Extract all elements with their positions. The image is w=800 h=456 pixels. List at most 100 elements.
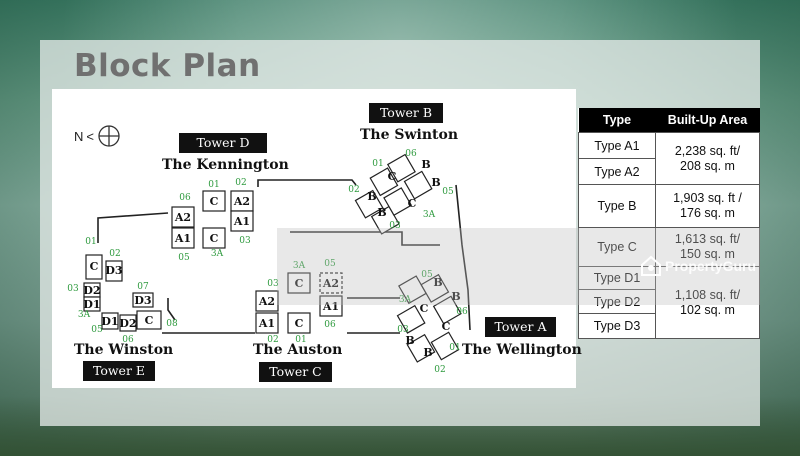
svg-text:06: 06 (405, 149, 417, 159)
svg-text:05: 05 (421, 270, 433, 280)
svg-text:B: B (377, 206, 386, 219)
north-arrow: < (86, 128, 94, 144)
svg-text:C: C (210, 232, 219, 245)
tower-b-label: Tower B (369, 103, 443, 123)
svg-text:05: 05 (178, 253, 190, 263)
svg-text:01: 01 (208, 180, 219, 190)
svg-text:02: 02 (109, 249, 120, 259)
svg-text:C: C (90, 260, 99, 273)
svg-text:A1: A1 (233, 215, 250, 228)
svg-text:C: C (408, 197, 417, 210)
north-letter: N (74, 128, 84, 144)
svg-text:3A: 3A (399, 295, 412, 305)
svg-text:B: B (405, 334, 414, 347)
area-cell: 1,903 sq. ft / 176 sq. m (655, 184, 760, 228)
watermark-text: PropertyGuru (665, 258, 757, 274)
area-cell: 2,238 sq. ft/ 208 sq. m (655, 132, 760, 185)
area-cell: 1,108 sq. ft/ 102 sq. m (655, 266, 760, 339)
svg-text:06: 06 (324, 320, 336, 330)
type-cell: Type A1 (578, 132, 656, 159)
svg-text:03: 03 (389, 221, 401, 231)
table-header-row: Type Built-Up Area (578, 108, 760, 133)
svg-text:D2: D2 (119, 317, 136, 330)
svg-text:B: B (433, 276, 442, 289)
svg-text:02: 02 (267, 335, 278, 345)
svg-text:C: C (145, 314, 154, 327)
svg-text:A2: A2 (233, 195, 250, 208)
svg-text:02: 02 (434, 365, 445, 375)
svg-text:01: 01 (449, 343, 460, 353)
north-indicator: N < (74, 124, 121, 148)
svg-text:05: 05 (324, 259, 336, 269)
type-cell: Type A2 (578, 158, 656, 185)
svg-text:A2: A2 (174, 211, 191, 224)
svg-text:01: 01 (85, 237, 96, 247)
svg-text:B: B (423, 346, 432, 359)
svg-text:3A: 3A (211, 249, 224, 259)
page-title: Block Plan (74, 48, 261, 84)
watermark-band (277, 228, 760, 305)
svg-text:D2: D2 (83, 284, 100, 297)
svg-text:C: C (210, 195, 219, 208)
type-cell: Type B (578, 184, 656, 228)
svg-text:03: 03 (267, 279, 279, 289)
svg-text:01: 01 (372, 159, 383, 169)
unit-type-table: Type Built-Up Area Type A1 2,238 sq. ft/… (578, 108, 760, 339)
table-row: Type A1 2,238 sq. ft/ 208 sq. m (578, 132, 760, 185)
svg-text:B: B (421, 158, 430, 171)
svg-text:C: C (388, 170, 397, 183)
svg-text:05: 05 (91, 325, 103, 335)
table-row: Type D1 1,108 sq. ft/ 102 sq. m (578, 266, 760, 339)
svg-text:05: 05 (442, 187, 454, 197)
table-row: Type D3 (578, 313, 760, 339)
propertyguru-logo-icon (641, 255, 661, 276)
svg-text:06: 06 (179, 193, 191, 203)
svg-text:3A: 3A (293, 261, 306, 271)
svg-text:B: B (367, 190, 376, 203)
compass-icon (98, 125, 120, 147)
table-row: Type A2 (578, 158, 760, 185)
svg-text:03: 03 (67, 284, 79, 294)
tower-a-name: The Wellington (462, 342, 582, 358)
svg-text:C: C (420, 302, 429, 315)
svg-text:A2: A2 (322, 277, 339, 290)
tower-b-name: The Swinton (360, 127, 459, 143)
watermark: PropertyGuru (640, 255, 756, 277)
col-header-area: Built-Up Area (655, 108, 760, 133)
svg-text:02: 02 (235, 178, 246, 188)
svg-text:A1: A1 (258, 317, 275, 330)
block-plan-drawing (52, 89, 576, 388)
svg-text:B: B (431, 176, 440, 189)
svg-text:3A: 3A (78, 310, 91, 320)
tower-c-label: Tower C (259, 362, 332, 382)
svg-text:03: 03 (397, 325, 409, 335)
tower-c-name: The Auston (253, 342, 343, 358)
svg-text:06: 06 (456, 307, 468, 317)
area-cell: 1,613 sq. ft/ 150 sq. m (655, 227, 760, 267)
tower-d-label: Tower D (179, 133, 267, 153)
svg-text:07: 07 (137, 282, 149, 292)
unit-d-a2 (171, 206, 195, 228)
svg-text:D3: D3 (105, 264, 122, 277)
svg-text:A1: A1 (322, 300, 339, 313)
tower-e-name: The Winston (74, 342, 174, 358)
svg-text:03: 03 (239, 236, 251, 246)
type-cell: Type D3 (578, 313, 656, 339)
svg-text:D3: D3 (134, 294, 151, 307)
svg-text:C: C (442, 320, 451, 333)
col-header-type: Type (578, 108, 656, 133)
svg-text:06: 06 (122, 335, 134, 345)
svg-text:3A: 3A (423, 210, 436, 220)
svg-text:D1: D1 (101, 315, 118, 328)
tower-a-label: Tower A (485, 317, 556, 337)
svg-text:A2: A2 (258, 295, 275, 308)
svg-text:A1: A1 (174, 232, 191, 245)
svg-text:B: B (451, 290, 460, 303)
svg-text:D1: D1 (83, 298, 100, 311)
svg-text:C: C (295, 277, 304, 290)
svg-text:02: 02 (348, 185, 359, 195)
table-row: Type B 1,903 sq. ft / 176 sq. m (578, 184, 760, 228)
svg-text:C: C (295, 317, 304, 330)
tower-e-label: Tower E (83, 361, 155, 381)
